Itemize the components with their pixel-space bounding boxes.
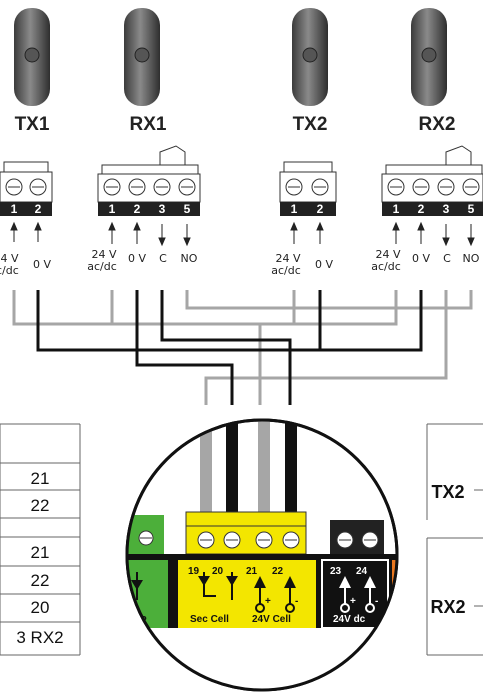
rx2-signal-c: C <box>443 252 451 265</box>
svg-text:+: + <box>265 596 271 607</box>
rx1-terminal-1: 1 <box>109 202 116 216</box>
tx2-terminal-2: 2 <box>317 202 324 216</box>
rx2-terminal-5: 5 <box>468 202 475 216</box>
dc-24v-label: 24V dc <box>333 614 366 625</box>
cell-24v-pin-22: 22 <box>272 566 284 577</box>
rx1-signal-no: NO <box>181 252 198 265</box>
rx2-signal-no: NO <box>463 252 480 265</box>
tx1-signal-24v: 24 Vac/dc <box>0 252 19 277</box>
rx1-signal-c: C <box>159 252 167 265</box>
device-label-rx1: RX1 <box>130 114 167 135</box>
photocell-tx2 <box>292 8 328 106</box>
device-label-tx1: TX1 <box>15 114 50 135</box>
rx1-signal-0v: 0 V <box>128 252 146 265</box>
cell-24v-label: 24V Cell <box>252 614 291 625</box>
cell-24v-pin-21: 21 <box>246 566 258 577</box>
dc-24v-pin-24: 24 <box>356 566 368 577</box>
photocell-tx1 <box>14 8 50 106</box>
device-label-rx2: RX2 <box>419 114 456 135</box>
terminal-block-rx2: 1 2 3 5 <box>381 145 483 216</box>
left-table-row-1: 21 <box>31 469 50 488</box>
sec-cell-pin-20: 20 <box>212 566 224 577</box>
svg-text:-: - <box>295 596 298 607</box>
tx1-signal-0v: 0 V <box>33 258 51 271</box>
svg-text:-: - <box>375 596 378 607</box>
left-table-row-4: 21 <box>31 543 50 562</box>
left-table-row-6: 20 <box>31 598 50 617</box>
signal-arrows <box>10 221 475 247</box>
photocell-rx2 <box>411 8 447 106</box>
photocell-rx1 <box>124 8 160 106</box>
gray-wires <box>12 290 473 405</box>
tx2-signal-0v: 0 V <box>315 258 333 271</box>
device-label-tx2: TX2 <box>293 114 328 135</box>
rx2-signal-0v: 0 V <box>412 252 430 265</box>
tx1-terminal-2: 2 <box>35 202 42 216</box>
black-wires <box>36 290 423 405</box>
svg-text:+: + <box>350 596 356 607</box>
dc-24v-pin-23: 23 <box>330 566 342 577</box>
right-table-tx2: TX2 <box>431 482 464 502</box>
left-table-row-5: 22 <box>31 571 50 590</box>
terminal-block-tx2: 1 2 <box>279 161 337 216</box>
sec-cell-label: Sec Cell <box>190 614 229 625</box>
board-detail: 8 P 19 20 Sec Cell 21 22 + - 24V Cell <box>125 418 399 692</box>
sec-cell-pin-19: 19 <box>188 566 200 577</box>
left-table-row-2: 22 <box>31 496 50 515</box>
tx1-terminal-1: 1 <box>11 202 18 216</box>
terminal-block-tx1: 1 2 <box>0 161 53 216</box>
rx1-terminal-2: 2 <box>134 202 141 216</box>
right-table-rx2: RX2 <box>430 597 465 617</box>
rx2-terminal-3: 3 <box>443 202 450 216</box>
rx2-terminal-2: 2 <box>418 202 425 216</box>
rx1-terminal-3: 3 <box>159 202 166 216</box>
left-table-row-7: 3 RX2 <box>16 628 63 647</box>
right-table <box>426 423 483 656</box>
rx2-terminal-1: 1 <box>393 202 400 216</box>
left-table <box>0 423 81 656</box>
tx2-terminal-1: 1 <box>291 202 298 216</box>
terminal-block-rx1: 1 2 3 5 <box>97 145 201 216</box>
rx1-terminal-5: 5 <box>184 202 191 216</box>
